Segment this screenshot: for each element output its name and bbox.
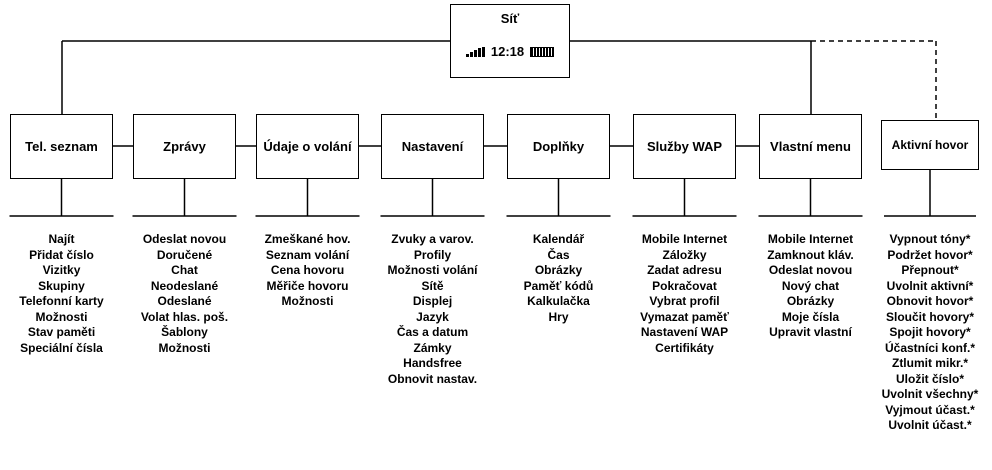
submenu-item: Telefonní karty bbox=[19, 294, 104, 308]
submenu-item: Moje čísla bbox=[781, 309, 840, 324]
menu-box-5: Služby WAP bbox=[633, 114, 736, 179]
submenu-item: Sítě bbox=[421, 278, 444, 293]
submenu-item: Obrázky bbox=[786, 294, 835, 308]
submenu-item: Kalendář bbox=[532, 232, 585, 246]
submenu-item: Nový chat bbox=[781, 278, 840, 293]
submenu-item: Odeslat novou bbox=[768, 263, 853, 277]
submenu-item: Doručené bbox=[156, 247, 213, 262]
submenu-item: Chat bbox=[171, 263, 198, 277]
submenu-item: Ztlumit mikr.* bbox=[891, 356, 968, 370]
submenu-item: Účastníci konf.* bbox=[884, 340, 976, 355]
submenu-item: Zamknout kláv. bbox=[767, 247, 854, 262]
submenu-item: Neodeslané bbox=[150, 278, 219, 293]
submenu-item: Odeslané bbox=[157, 294, 212, 308]
submenu-item: Vybrat profil bbox=[649, 294, 720, 308]
submenu-item: Zámky bbox=[413, 340, 452, 355]
menu-box-2: Údaje o volání bbox=[256, 114, 359, 179]
submenu-item: Přepnout* bbox=[901, 263, 959, 277]
submenu-item: Uvolnit všechny* bbox=[881, 387, 979, 401]
phone-status-row: 12:18 bbox=[465, 44, 555, 59]
submenu-item: Certifikáty bbox=[655, 340, 714, 355]
signal-strength-icon bbox=[465, 46, 485, 57]
submenu-item: Vyjmout účast.* bbox=[885, 402, 975, 417]
submenu-item: Měřiče hovoru bbox=[266, 278, 349, 293]
submenu-item: Mobile Internet bbox=[767, 232, 854, 246]
submenu-item: Paměť kódů bbox=[523, 278, 594, 293]
submenu-item: Zvuky a varov. bbox=[391, 232, 474, 246]
submenu-item: Jazyk bbox=[416, 309, 449, 324]
menu-box-1: Zprávy bbox=[133, 114, 236, 179]
submenu-item: Najít bbox=[48, 232, 75, 246]
submenu-item: Obnovit hovor* bbox=[886, 294, 974, 308]
submenu-item: Seznam volání bbox=[265, 247, 350, 262]
submenu-item: Obrázky bbox=[534, 263, 583, 277]
submenu-item: Možnosti bbox=[35, 309, 88, 324]
submenu-item: Mobile Internet bbox=[641, 232, 728, 246]
submenu-item: Uvolnit účast.* bbox=[888, 418, 972, 432]
submenu-item: Skupiny bbox=[38, 278, 85, 293]
submenu-item: Vypnout tóny* bbox=[889, 232, 971, 246]
submenu-list-7: Vypnout tóny*Podržet hovor*Přepnout*Uvol… bbox=[868, 232, 992, 434]
menu-box-3: Nastavení bbox=[381, 114, 484, 179]
submenu-item: Možnosti volání bbox=[387, 263, 478, 277]
submenu-item: Volat hlas. poš. bbox=[140, 309, 229, 324]
menu-box-0: Tel. seznam bbox=[10, 114, 113, 179]
submenu-item: Nastavení WAP bbox=[640, 325, 729, 339]
submenu-item: Obnovit nastav. bbox=[387, 371, 478, 386]
submenu-item: Kalkulačka bbox=[527, 294, 590, 308]
submenu-item: Záložky bbox=[662, 247, 707, 262]
submenu-item: Spojit hovory* bbox=[889, 325, 971, 339]
submenu-item: Profily bbox=[413, 247, 452, 262]
submenu-item: Možnosti bbox=[158, 340, 211, 355]
submenu-item: Vymazat paměť bbox=[640, 309, 729, 324]
submenu-item: Uložit číslo* bbox=[895, 371, 964, 386]
submenu-item: Stav paměti bbox=[27, 325, 96, 339]
root-network-box: Síť 12:18 bbox=[450, 4, 570, 78]
submenu-item: Sloučit hovory* bbox=[885, 309, 974, 324]
submenu-item: Displej bbox=[412, 294, 453, 308]
clock-display: 12:18 bbox=[490, 44, 525, 59]
submenu-item: Upravit vlastní bbox=[769, 325, 852, 339]
submenu-item: Šablony bbox=[161, 325, 208, 339]
submenu-item: Čas bbox=[547, 247, 570, 262]
submenu-item: Cena hovoru bbox=[270, 263, 345, 277]
submenu-item: Zadat adresu bbox=[647, 263, 722, 277]
root-title: Síť bbox=[500, 11, 520, 26]
submenu-item: Odeslat novou bbox=[142, 232, 227, 246]
battery-icon bbox=[530, 46, 555, 57]
submenu-item: Podržet hovor* bbox=[887, 247, 973, 262]
submenu-item: Možnosti bbox=[281, 294, 334, 308]
submenu-item: Přidat číslo bbox=[29, 247, 94, 262]
submenu-item: Hry bbox=[548, 309, 569, 324]
submenu-item: Uvolnit aktivní* bbox=[886, 278, 974, 293]
submenu-item: Zmeškané hov. bbox=[264, 232, 351, 246]
submenu-item: Speciální čísla bbox=[20, 340, 103, 355]
submenu-item: Vizitky bbox=[42, 263, 81, 277]
submenu-item: Čas a datum bbox=[396, 325, 469, 339]
menu-box-6: Vlastní menu bbox=[759, 114, 862, 179]
submenu-item: Handsfree bbox=[403, 356, 462, 370]
submenu-item: Pokračovat bbox=[652, 278, 717, 293]
menu-box-4: Doplňky bbox=[507, 114, 610, 179]
menu-box-7: Aktivní hovor bbox=[881, 120, 979, 170]
